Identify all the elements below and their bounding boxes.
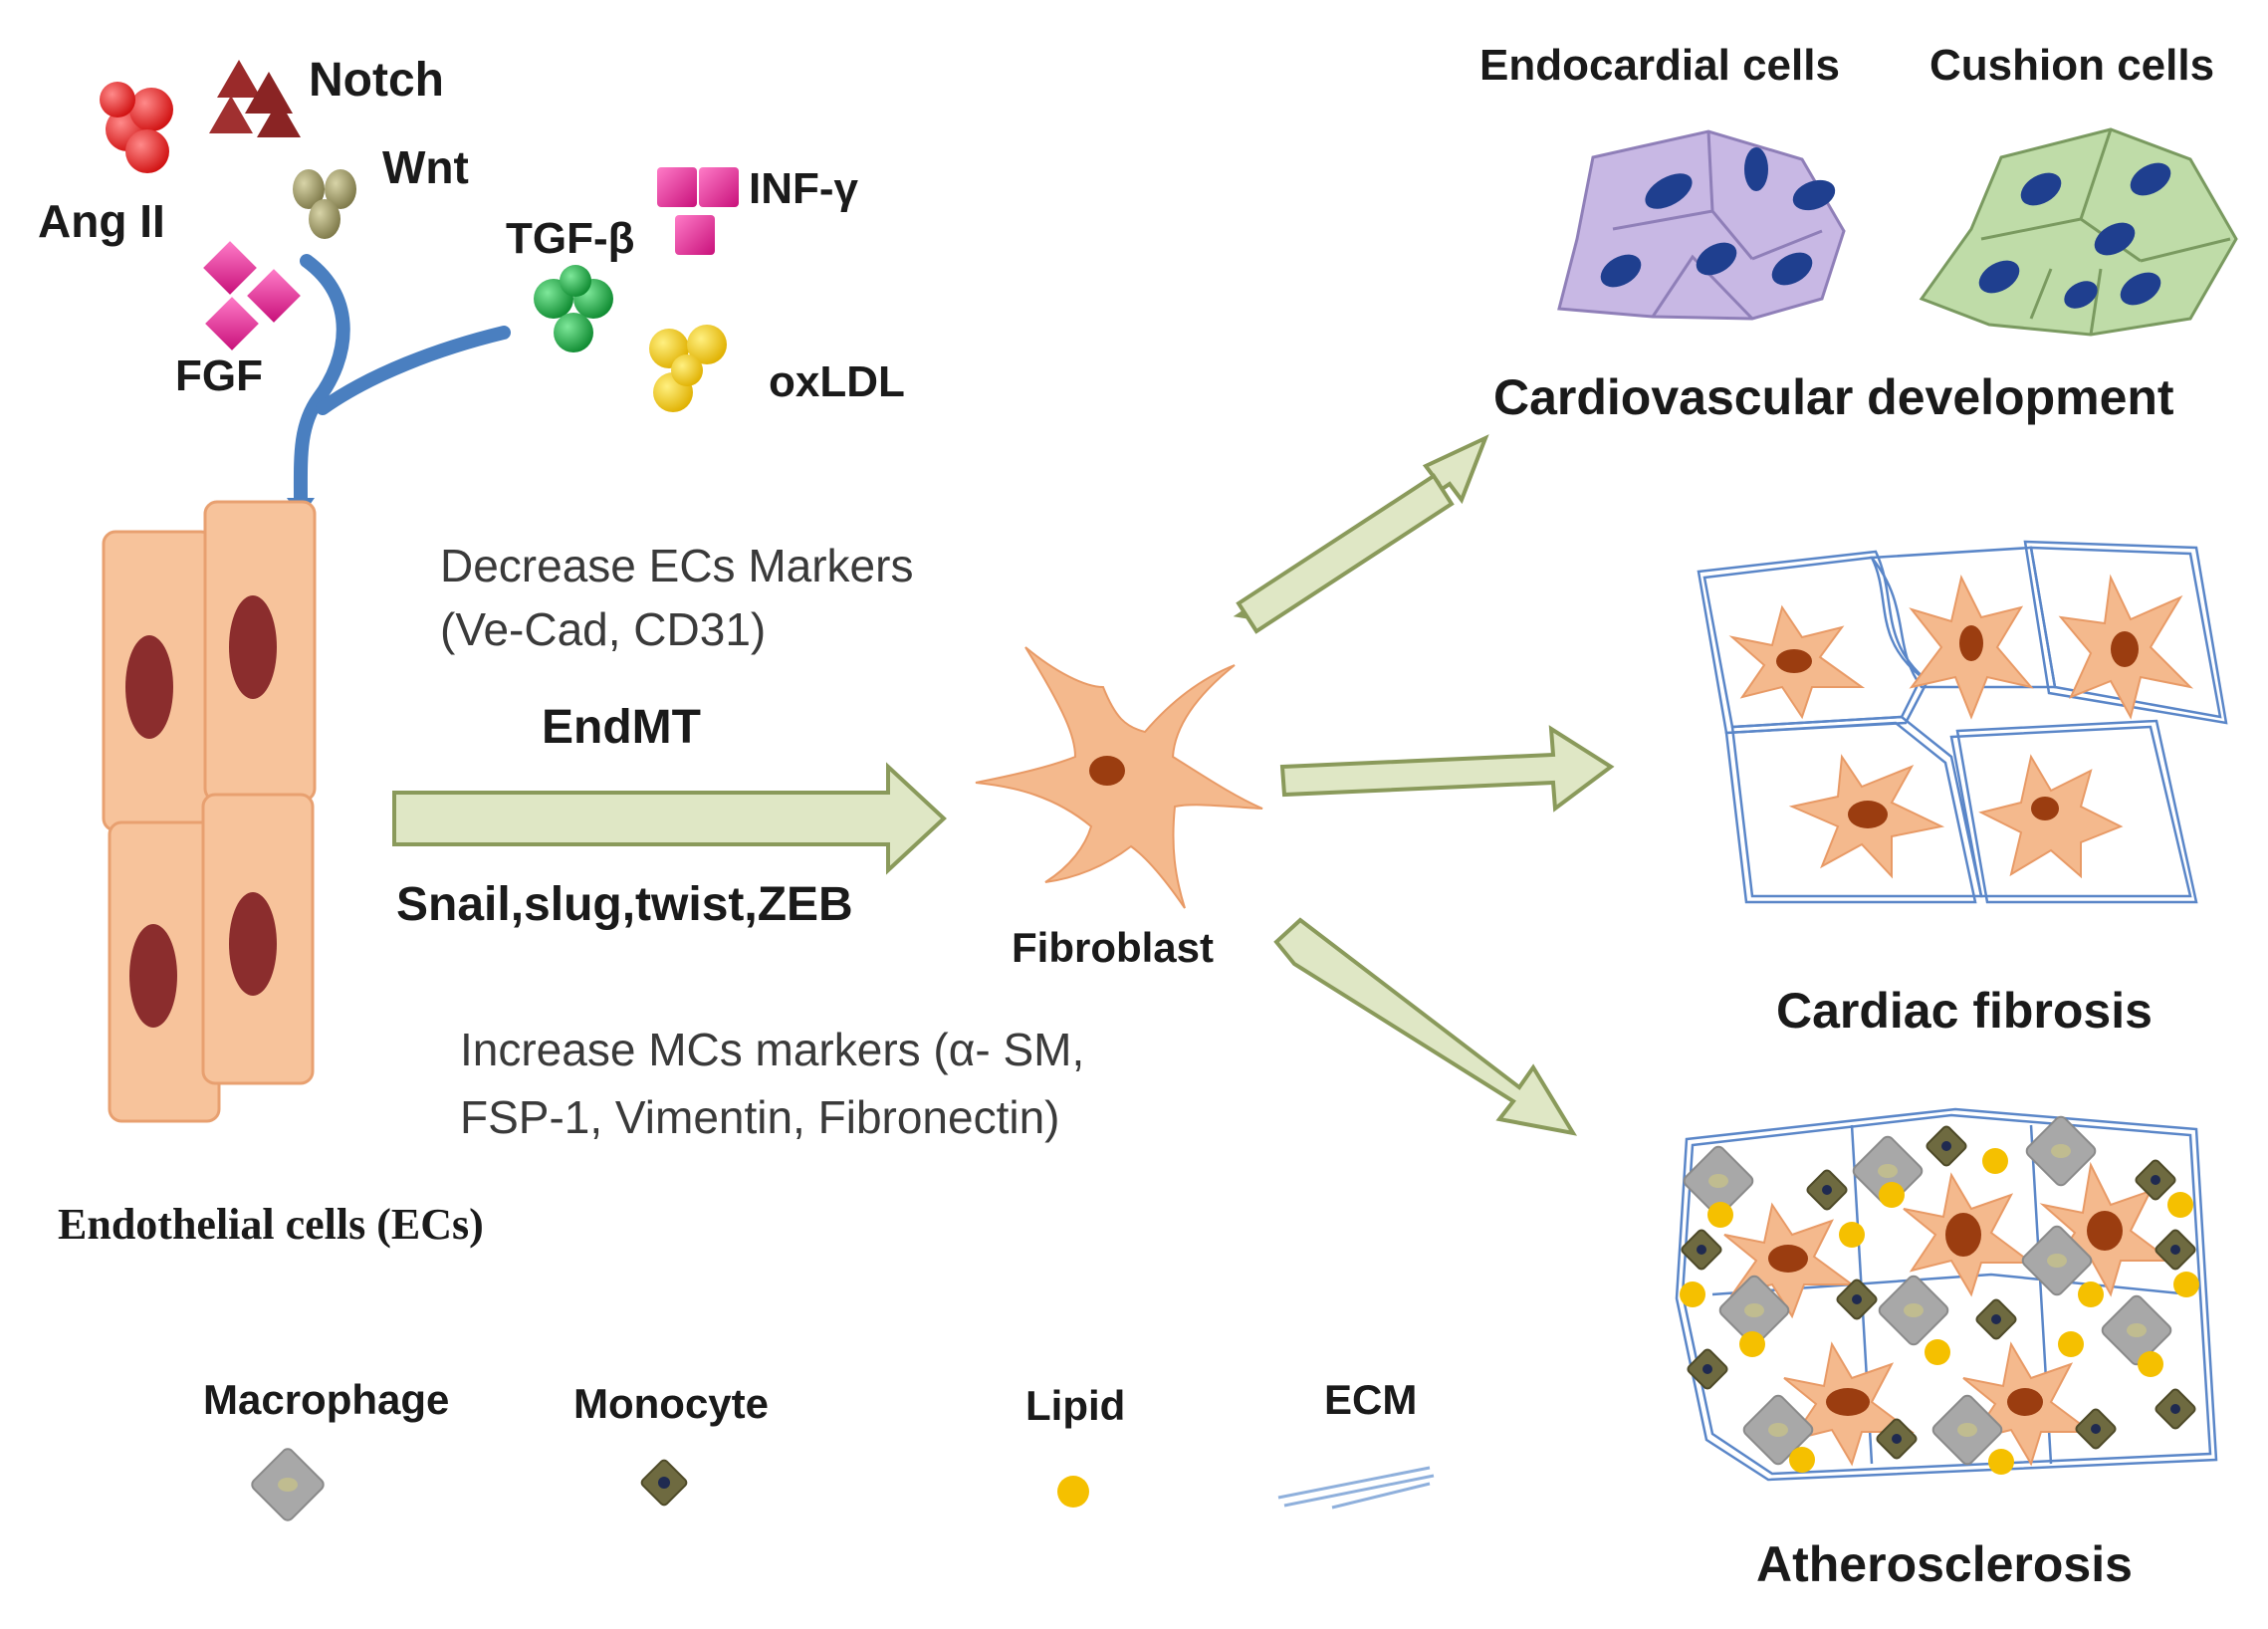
arrow-to-fibrosis — [1279, 725, 1615, 813]
cardiac-fibrosis-icon — [1697, 540, 2228, 904]
endmt-label: EndMT — [542, 701, 701, 754]
cardiovascular-development-label: Cardiovascular development — [1493, 369, 2174, 425]
legend-monocyte-label: Monocyte — [573, 1380, 769, 1427]
transcription-factors-label: Snail,slug,twist,ZEB — [396, 878, 853, 931]
tgfb-molecule-icon — [534, 265, 613, 352]
decrease-markers-line2: (Ve-Cad, CD31) — [440, 603, 766, 655]
cushion-cells-icon — [1919, 127, 2238, 337]
ang2-molecule-icon — [100, 82, 173, 173]
fibroblast-icon — [975, 646, 1263, 909]
legend-macrophage-label: Macrophage — [203, 1376, 449, 1423]
legend-lipid-label: Lipid — [1025, 1382, 1125, 1429]
wnt-molecule-icon — [293, 169, 356, 239]
receptor-icon — [287, 254, 511, 518]
increase-markers-line1: Increase MCs markers (α- SM, — [460, 1024, 1084, 1075]
cardiac-fibrosis-label: Cardiac fibrosis — [1776, 983, 2153, 1039]
infg-molecule-icon — [657, 167, 739, 255]
legend-monocyte-nucleus — [658, 1477, 670, 1489]
legend-macrophage-nucleus — [278, 1478, 298, 1492]
fgf-molecule-icon — [203, 241, 301, 350]
oxldl-molecule-icon — [649, 325, 727, 412]
notch-molecule-icon — [209, 60, 301, 137]
endothelial-cells-icon — [102, 500, 317, 1123]
legend-lipid-icon — [1057, 1476, 1089, 1508]
arrow-to-cardiovascular-body — [1236, 473, 1455, 634]
ang2-label: Ang II — [38, 195, 165, 247]
arrow-to-atherosclerosis — [1273, 917, 1578, 1136]
endmt-arrow — [392, 762, 947, 875]
increase-markers-line2: FSP-1, Vimentin, Fibronectin) — [460, 1091, 1060, 1143]
oxldl-label: oxLDL — [769, 357, 905, 406]
wnt-label: Wnt — [382, 141, 469, 193]
endocardial-cells-icon — [1557, 129, 1846, 321]
fibroblast-label: Fibroblast — [1012, 924, 1214, 971]
atherosclerosis-label: Atherosclerosis — [1756, 1536, 2133, 1592]
infg-label: INF-γ — [749, 164, 859, 213]
endothelial-label: Endothelial cells (ECs) — [58, 1200, 484, 1249]
atherosclerosis-icon — [1675, 1107, 2218, 1482]
cushion-label: Cushion cells — [1929, 41, 2214, 90]
fgf-label: FGF — [175, 351, 263, 400]
decrease-markers-line1: Decrease ECs Markers — [440, 540, 913, 591]
notch-label: Notch — [309, 54, 444, 107]
legend-ecm-label: ECM — [1324, 1376, 1417, 1423]
legend-ecm-icon — [1277, 1466, 1435, 1510]
endocardial-label: Endocardial cells — [1479, 41, 1840, 90]
tgfb-label: TGF-β — [506, 214, 635, 263]
